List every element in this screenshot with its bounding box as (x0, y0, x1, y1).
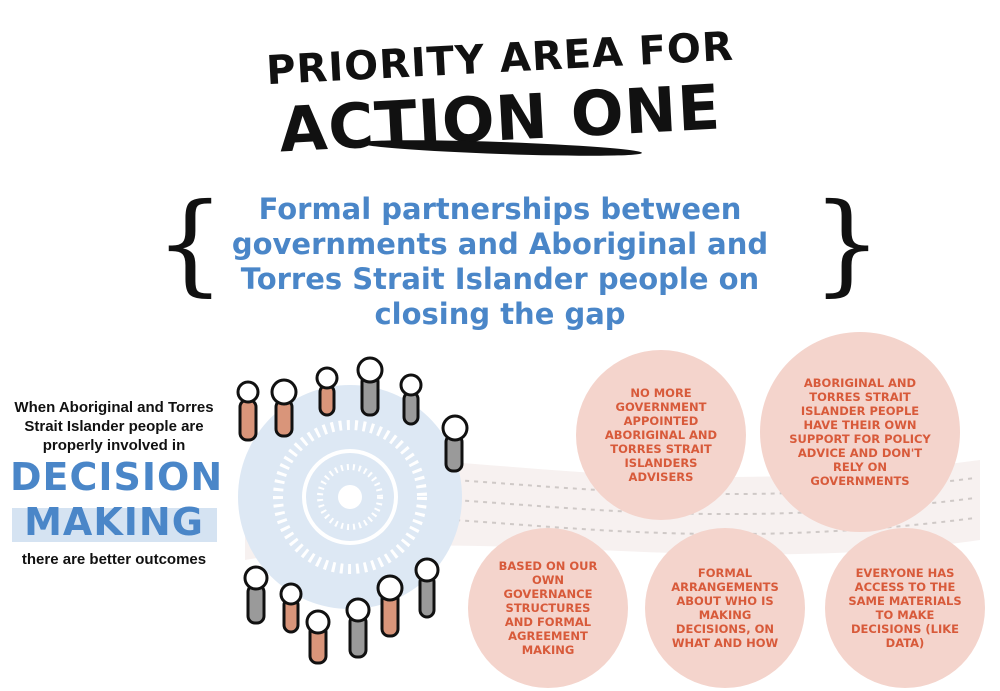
person-figure (279, 582, 303, 634)
point-text-1: NO MORE GOVERNMENT APPOINTED ABORIGINAL … (604, 386, 718, 484)
point-circle-4: FORMAL ARRANGEMENTS ABOUT WHO IS MAKING … (645, 528, 805, 688)
outro-text: there are better outcomes (21, 551, 207, 568)
subtitle: Formal partnerships between governments … (231, 192, 769, 331)
person-figure (414, 557, 440, 619)
point-circle-3: BASED ON OUR OWN GOVERNANCE STRUCTURES A… (468, 528, 628, 688)
person-figure (376, 574, 404, 638)
meeting-circle (238, 385, 462, 609)
point-circle-2: ABORIGINAL AND TORRES STRAIT ISLANDER PE… (760, 332, 960, 532)
person-figure (243, 565, 269, 625)
person-figure (441, 414, 469, 473)
person-figure (315, 366, 339, 417)
intro-text: When Aboriginal and Torres Strait Island… (14, 399, 214, 454)
point-text-4: FORMAL ARRANGEMENTS ABOUT WHO IS MAKING … (671, 566, 779, 650)
people-group (236, 356, 469, 665)
highlight-decision: DECISION (10, 455, 224, 499)
point-text-5: EVERYONE HAS ACCESS TO THE SAME MATERIAL… (848, 566, 962, 650)
point-circle-1: NO MORE GOVERNMENT APPOINTED ABORIGINAL … (576, 350, 746, 520)
left-brace-icon: { (155, 179, 225, 307)
person-figure (236, 380, 260, 442)
point-circle-5: EVERYONE HAS ACCESS TO THE SAME MATERIAL… (825, 528, 985, 688)
point-text-3: BASED ON OUR OWN GOVERNANCE STRUCTURES A… (498, 559, 598, 657)
person-figure (356, 356, 384, 417)
person-figure (270, 378, 298, 438)
highlight-making: MAKING (24, 500, 204, 544)
point-text-2: ABORIGINAL AND TORRES STRAIT ISLANDER PE… (789, 376, 931, 488)
person-figure (399, 373, 423, 426)
right-brace-icon: } (812, 179, 882, 307)
person-figure (305, 609, 331, 665)
person-figure (345, 597, 371, 659)
